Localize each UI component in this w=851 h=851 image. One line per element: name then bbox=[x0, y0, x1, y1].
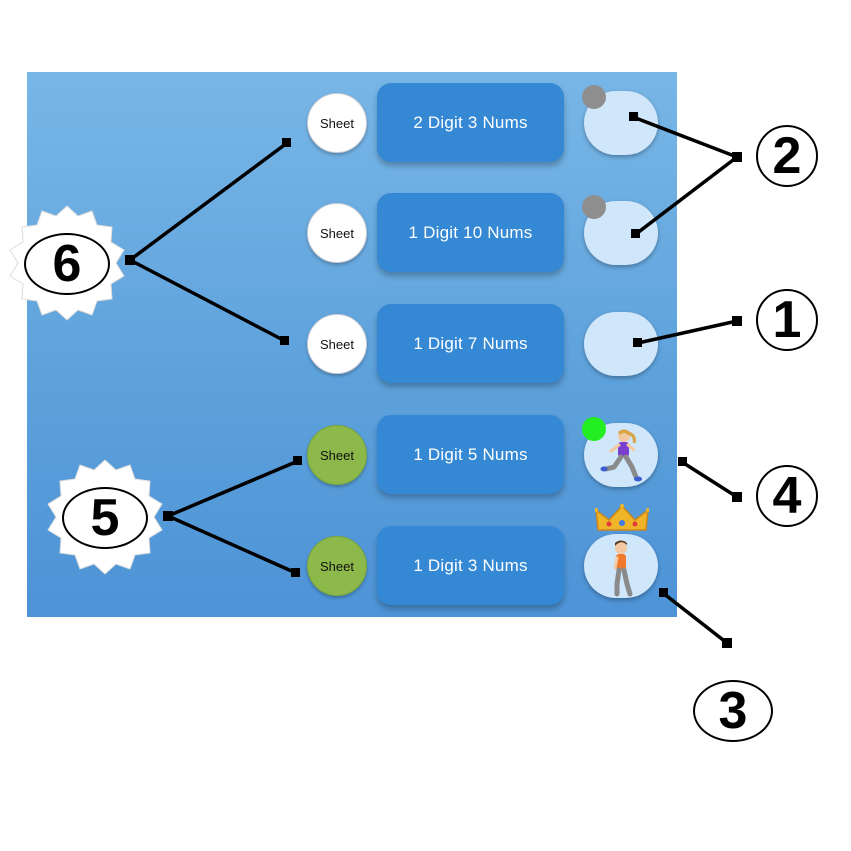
level-button[interactable]: 1 Digit 7 Nums bbox=[377, 304, 564, 383]
callout-4: 4 bbox=[756, 465, 818, 527]
level-row: Sheet 1 Digit 5 Nums bbox=[27, 415, 677, 495]
callout-2: 2 bbox=[756, 125, 818, 187]
active-status-dot bbox=[582, 417, 606, 441]
running-girl-icon bbox=[600, 429, 642, 482]
walking-boy-icon bbox=[613, 540, 633, 597]
progress-avatar-button[interactable] bbox=[582, 417, 658, 487]
sheet-button[interactable]: Sheet bbox=[307, 203, 367, 263]
sheet-button[interactable]: Sheet bbox=[307, 93, 367, 153]
callout-5: 5 bbox=[62, 487, 148, 549]
callout-3: 3 bbox=[693, 680, 773, 742]
level-row: Sheet 1 Digit 3 Nums bbox=[27, 504, 677, 606]
level-row: Sheet 1 Digit 7 Nums bbox=[27, 304, 677, 384]
level-button[interactable]: 1 Digit 5 Nums bbox=[377, 415, 564, 494]
level-row: Sheet 1 Digit 10 Nums bbox=[27, 193, 677, 273]
sheet-button-completed[interactable]: Sheet bbox=[307, 536, 367, 596]
progress-avatar-button[interactable] bbox=[582, 195, 658, 265]
locked-status-dot bbox=[582, 195, 606, 219]
callout-6: 6 bbox=[24, 233, 110, 295]
level-button[interactable]: 1 Digit 3 Nums bbox=[377, 526, 564, 605]
sheet-button[interactable]: Sheet bbox=[307, 314, 367, 374]
sheet-button-completed[interactable]: Sheet bbox=[307, 425, 367, 485]
progress-avatar-button[interactable] bbox=[584, 504, 658, 598]
locked-status-dot bbox=[582, 85, 606, 109]
callout-1: 1 bbox=[756, 289, 818, 351]
level-row: Sheet 2 Digit 3 Nums bbox=[27, 83, 677, 163]
crown-icon bbox=[595, 504, 649, 531]
progress-avatar-button[interactable] bbox=[584, 312, 658, 376]
level-button[interactable]: 1 Digit 10 Nums bbox=[377, 193, 564, 272]
level-button[interactable]: 2 Digit 3 Nums bbox=[377, 83, 564, 162]
